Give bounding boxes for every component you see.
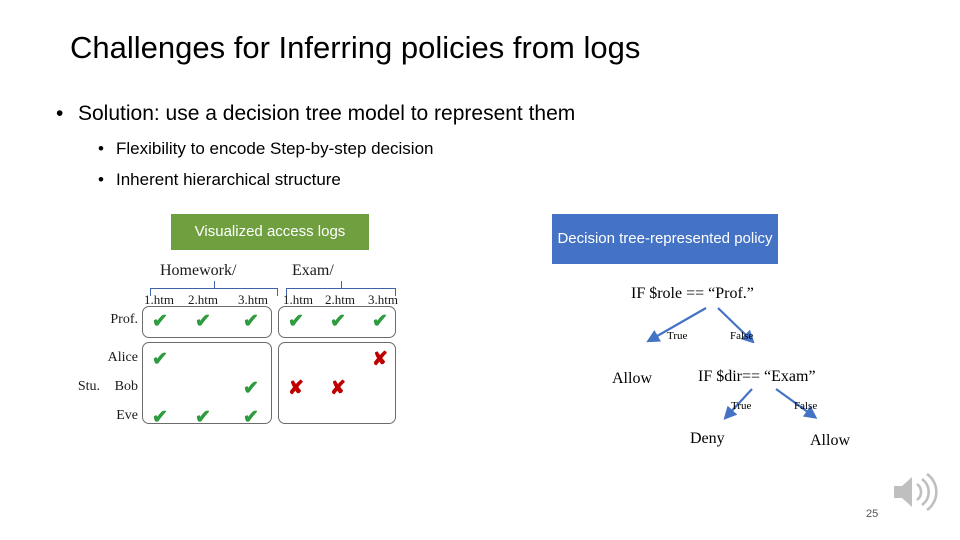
tree-root-true-label: True	[667, 330, 688, 342]
tree-leaf-deny: Deny	[690, 430, 725, 447]
tree-root-node: IF $role == “Prof.”	[631, 285, 754, 302]
cell-check: ✔	[288, 311, 304, 332]
bullet-level2-1: • Flexibility to encode Step-by-step deci…	[98, 139, 434, 159]
speaker-icon[interactable]	[888, 468, 940, 516]
bracket-stem-exam	[341, 281, 342, 288]
bullet-level2-2-text: Inherent hierarchical structure	[116, 170, 341, 189]
label-visualized-access-logs: Visualized access logs	[171, 214, 369, 250]
page-title: Challenges for Inferring policies from l…	[70, 30, 641, 65]
tree-second-false-label: False	[794, 400, 818, 412]
row-label-eve: Eve	[116, 408, 138, 423]
row-label-bob: Bob	[114, 379, 138, 394]
bullet-marker: •	[56, 102, 64, 125]
bullet-level2-2: • Inherent hierarchical structure	[98, 170, 341, 190]
tree-leaf-allow-left: Allow	[612, 370, 652, 387]
cell-check: ✔	[330, 311, 346, 332]
decision-tree-figure: IF $role == “Prof.” True False Allow IF …	[600, 285, 930, 465]
cell-check: ✔	[243, 407, 259, 428]
cell-check: ✔	[372, 311, 388, 332]
bracket-exam	[286, 288, 396, 296]
tree-root-arrows	[646, 307, 755, 343]
cells-box-prof-homework	[142, 306, 272, 338]
cell-check: ✔	[195, 407, 211, 428]
column-group-exam: Exam/	[292, 262, 334, 279]
column-group-homework: Homework/	[160, 262, 237, 279]
bullet-level2-1-text: Flexibility to encode Step-by-step decis…	[116, 139, 434, 158]
tree-root-false-label: False	[730, 330, 754, 342]
col-ex-2: 2.htm	[325, 292, 355, 307]
cell-check: ✔	[152, 407, 168, 428]
col-hw-1: 1.htm	[144, 292, 174, 307]
cell-cross: ✘	[330, 378, 346, 399]
cell-cross: ✘	[372, 349, 388, 370]
access-logs-figure: Homework/ Exam/ 1.htm 2.htm 3.htm 1.htm …	[78, 262, 400, 458]
cell-check: ✔	[152, 349, 168, 370]
col-hw-3: 3.htm	[238, 292, 268, 307]
cells-box-stu-homework	[142, 342, 272, 424]
bracket-stem-homework	[214, 281, 215, 288]
col-ex-1: 1.htm	[283, 292, 313, 307]
label-decision-tree-policy: Decision tree-represented policy	[552, 214, 778, 264]
tree-leaf-allow-right: Allow	[810, 432, 850, 449]
cell-check: ✔	[195, 311, 211, 332]
row-label-prof: Prof.	[110, 312, 138, 327]
cells-box-stu-exam	[278, 342, 396, 424]
col-ex-3: 3.htm	[368, 292, 398, 307]
bullet-marker: •	[98, 170, 104, 189]
cell-check: ✔	[152, 311, 168, 332]
cells-box-prof-exam	[278, 306, 396, 338]
bracket-homework	[150, 288, 278, 296]
tree-second-node: IF $dir== “Exam”	[698, 368, 816, 385]
cell-check: ✔	[243, 311, 259, 332]
cell-cross: ✘	[288, 378, 304, 399]
bullet-marker: •	[98, 139, 104, 158]
tree-second-arrows	[723, 388, 818, 420]
bullet-level1: • Solution: use a decision tree model to …	[56, 102, 575, 126]
col-hw-2: 2.htm	[188, 292, 218, 307]
cell-check: ✔	[243, 378, 259, 399]
page-number: 25	[866, 508, 879, 520]
row-group-label-stu: Stu.	[77, 379, 100, 394]
tree-second-true-label: True	[731, 400, 752, 412]
bullet-level1-text: Solution: use a decision tree model to r…	[78, 102, 576, 125]
row-label-alice: Alice	[107, 350, 138, 365]
